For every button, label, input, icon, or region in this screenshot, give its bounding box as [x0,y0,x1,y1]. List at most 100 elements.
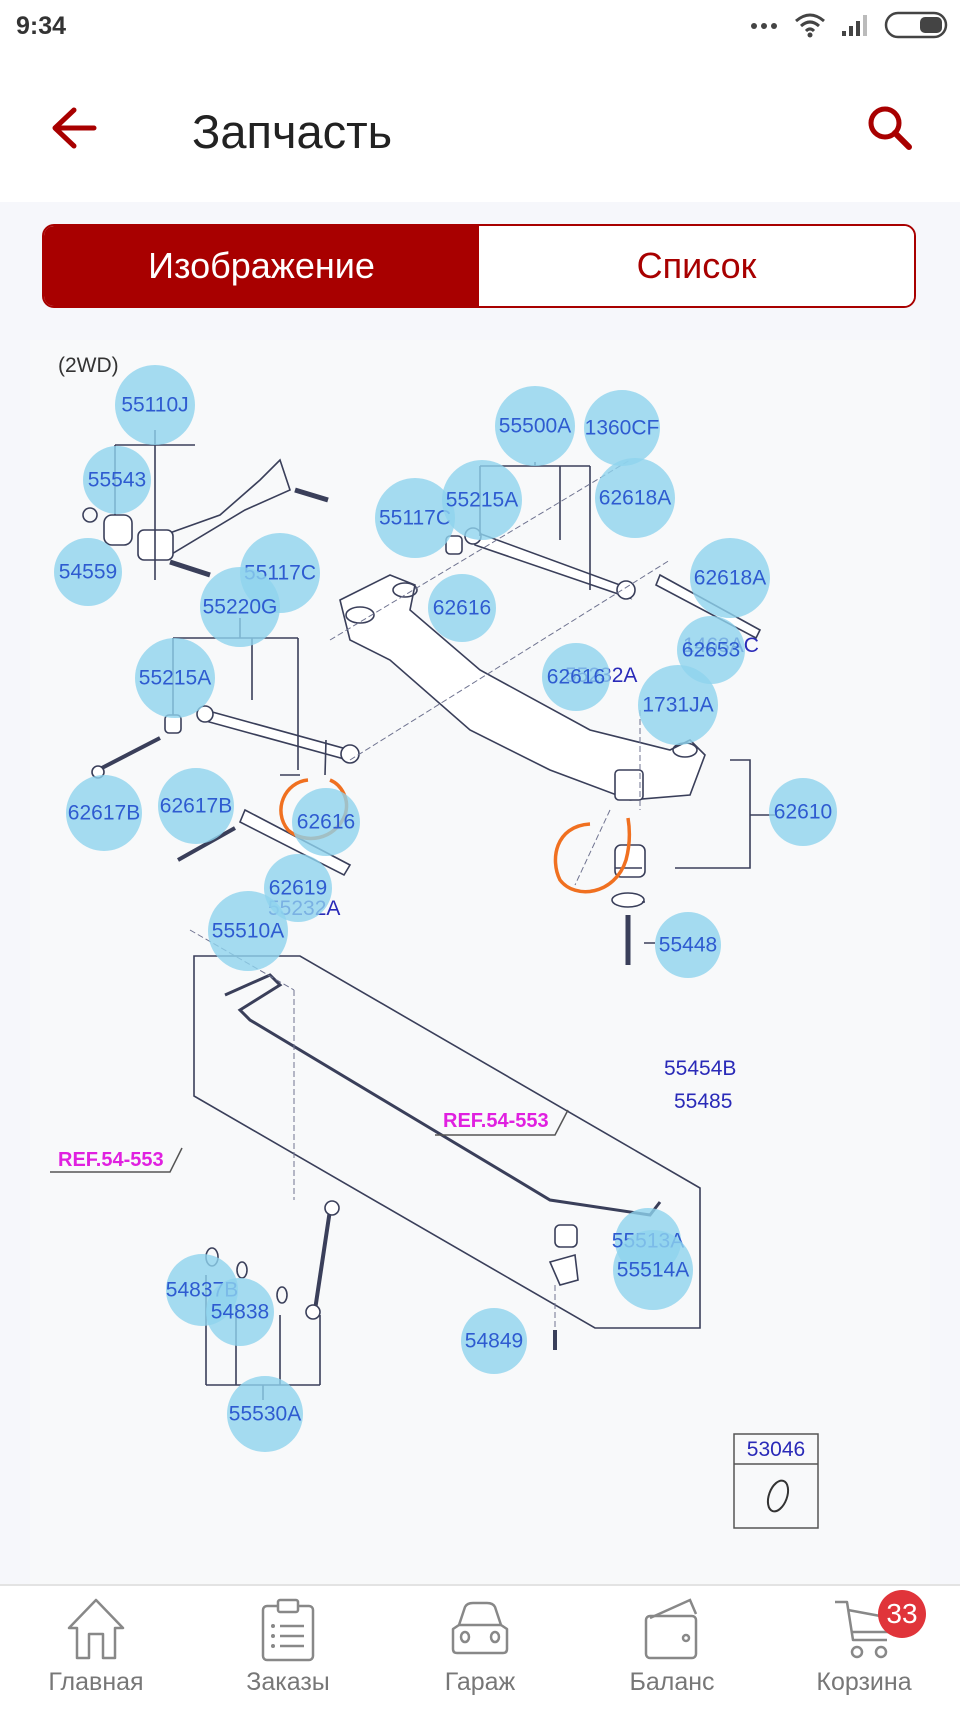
bottom-nav: Главная Заказы Гараж Баланс 33 Корзина [0,1584,960,1709]
callout-circle [292,788,360,856]
callout-55220g[interactable]: 55220G [200,567,280,647]
callout-55215a[interactable]: 55215A [442,460,522,540]
callout-55510a[interactable]: 55510A [208,891,288,971]
callout-62617b[interactable]: 62617B [66,775,142,851]
arrow-left-icon [50,106,98,155]
callout-62616[interactable]: 62616 [292,788,360,856]
diagram-svg: (2WD) 55232A 1463AC 55232A 55454B 55485 … [50,354,837,1529]
callout-circle [584,390,660,466]
nav-item-garage[interactable]: Гараж [384,1586,576,1709]
callout-circle [613,1230,693,1310]
nav-item-orders[interactable]: Заказы [192,1586,384,1709]
clipboard-icon [258,1596,318,1662]
car-icon [447,1596,513,1662]
callout-label: 55117C [379,507,451,530]
callout-55110j[interactable]: 55110J [115,365,195,445]
callout-62617b[interactable]: 62617B [158,768,234,844]
part-box-53046[interactable]: 53046 [733,1433,819,1529]
callout-label: 55514A [617,1259,689,1282]
view-toggle: Изображение Список [42,224,916,308]
callout-55448[interactable]: 55448 [655,912,721,978]
nav-label-garage: Гараж [444,1668,516,1696]
part-label-55485[interactable]: 55485 [674,1090,732,1113]
callout-circle [264,854,332,922]
callout-54849[interactable]: 54849 [461,1308,527,1374]
callout-label: 55220G [203,596,278,619]
o-ring-icon [766,1479,790,1513]
status-time: 9:34 [16,12,67,40]
callout-circle [677,616,745,684]
back-button[interactable] [44,100,104,160]
callout-62618a[interactable]: 62618A [595,458,675,538]
callout-circle [495,386,575,466]
wallet-icon [642,1596,702,1662]
callout-1731ja[interactable]: 1731JA [638,665,718,745]
search-button[interactable] [860,100,920,160]
part-label-53046: 53046 [747,1438,805,1461]
highlight-circle-right [553,817,632,894]
callout-55500a[interactable]: 55500A [495,386,575,466]
nav-item-home[interactable]: Главная [0,1586,192,1709]
nav-label-home: Главная [48,1668,144,1696]
callout-62616[interactable]: 62616 [542,643,610,711]
callout-circle [135,638,215,718]
callout-55215a[interactable]: 55215A [135,638,215,718]
search-icon [865,103,915,158]
nav-label-balance: Баланс [629,1668,715,1696]
callout-label: 1360CF [585,417,660,440]
callout-62619[interactable]: 62619 [264,854,332,922]
callout-label: 55510A [212,920,284,943]
callout-62653[interactable]: 62653 [677,616,745,684]
cart-badge: 33 [878,1590,926,1638]
nav-item-cart[interactable]: 33 Корзина [768,1586,960,1709]
callout-1360cf[interactable]: 1360CF [584,390,660,466]
signal-icon [840,13,870,42]
callout-label: 55543 [88,469,146,492]
callout-62618a[interactable]: 62618A [690,538,770,618]
callout-55117c[interactable]: 55117C [375,478,455,558]
wifi-icon [794,12,826,43]
callout-layer: 55110J555435455955117C55117C55220G55500A… [54,365,837,1452]
callout-label: 62618A [599,487,671,510]
callout-label: 62619 [269,877,327,900]
callout-55530a[interactable]: 55530A [227,1376,303,1452]
callout-label: 55530A [229,1403,301,1426]
parts-diagram: (2WD) 55232A 1463AC 55232A 55454B 55485 … [30,340,930,1584]
callout-55514a[interactable]: 55514A [613,1230,693,1310]
part-label-55454b[interactable]: 55454B [664,1057,736,1080]
callout-circle [442,460,522,540]
callout-circle [200,567,280,647]
callout-circle [595,458,675,538]
app-bar: Запчасть [0,56,960,202]
callout-54838[interactable]: 54838 [206,1278,274,1346]
content-area: Изображение Список [0,202,960,1584]
callout-label: 62653 [682,639,740,662]
callout-label: 55500A [499,415,571,438]
tab-list[interactable]: Список [479,226,914,306]
nav-label-cart: Корзина [816,1668,912,1696]
callout-label: 62617B [160,795,232,818]
callout-label: 62618A [694,567,766,590]
callout-label: 62616 [547,666,605,689]
callout-circle [115,365,195,445]
diagram-dashed-lines [189,459,671,1330]
callout-54559[interactable]: 54559 [54,538,122,606]
callout-label: 55110J [121,394,188,417]
callout-62616[interactable]: 62616 [428,574,496,642]
battery-icon [884,11,948,44]
callout-circle [690,538,770,618]
nav-label-orders: Заказы [246,1668,330,1696]
variant-label: (2WD) [58,354,119,377]
ref-label-1[interactable]: REF.54-553 [435,1109,569,1136]
nav-item-balance[interactable]: Баланс [576,1586,768,1709]
callout-62610[interactable]: 62610 [769,778,837,846]
callout-circle [769,778,837,846]
tab-image[interactable]: Изображение [44,226,479,306]
ref-label-2[interactable]: REF.54-553 [50,1147,183,1173]
callout-label: 55448 [659,934,717,957]
callout-circle [54,538,122,606]
callout-circle [428,574,496,642]
callout-55543[interactable]: 55543 [83,446,151,514]
callout-circle [66,775,142,851]
callout-label: 62610 [774,801,832,824]
